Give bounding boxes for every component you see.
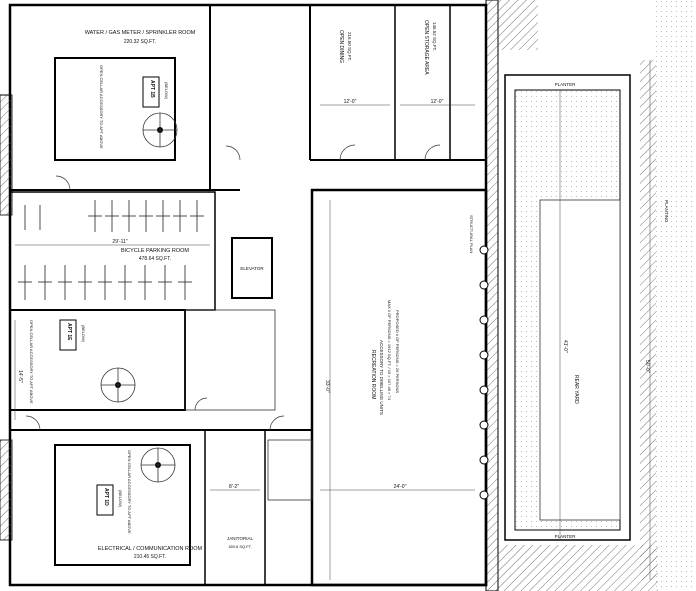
planting-strip-label: PLANTING bbox=[664, 200, 669, 223]
dim-text-6: 50'-0" bbox=[644, 360, 650, 373]
meter-room-area: 220.32 SQ.FT. bbox=[124, 39, 156, 45]
door-swings bbox=[25, 144, 441, 431]
electrical-room-area: 210.45 SQ.FT. bbox=[134, 554, 166, 560]
apt-tag-middle: APT 1E bbox=[59, 319, 77, 351]
apt-tag-bottom-text: APT 1D bbox=[103, 488, 109, 506]
spiral-stair-bottom bbox=[140, 447, 176, 483]
cellar-note-middle: OPEN CELLAR ACCESSORY TO APT ABOVE bbox=[29, 320, 34, 404]
janitorial-name: JANITORIAL bbox=[227, 536, 253, 541]
recreation-columns bbox=[479, 245, 489, 500]
bicycle-room-name: BICYCLE PARKING ROOM bbox=[121, 248, 189, 254]
recreation-line1: RECREATION ROOM bbox=[370, 350, 376, 399]
bicycle-room-area: 478.64 SQ.FT. bbox=[139, 256, 171, 262]
bicycle-racks-top bbox=[24, 200, 204, 232]
dimension-lines bbox=[14, 60, 651, 580]
apt-tag-middle-note: (BELOW) bbox=[81, 325, 86, 343]
dim-text-9: 14'-5" bbox=[17, 370, 23, 383]
spiral-stair-middle bbox=[100, 367, 136, 403]
spiral-stair-top bbox=[142, 112, 178, 148]
dining-name: OPEN DINING bbox=[338, 30, 344, 63]
planter-label-bottom: PLANTER bbox=[555, 534, 577, 539]
apt-tag-bottom-note: (BELOW) bbox=[118, 490, 123, 508]
janitorial-area: 189.6 SQ.FT. bbox=[228, 544, 252, 549]
electrical-room-name: ELECTRICAL / COMMUNICATION ROOM bbox=[98, 546, 203, 552]
apt-tag-top: APT 1B bbox=[142, 76, 160, 108]
dim-text-4: 24'-0" bbox=[394, 484, 407, 490]
cellar-note-bottom: OPEN CELLAR ACCESSORY TO APT ABOVE bbox=[127, 450, 132, 534]
recreation-line2: ACCESSORY TO DWELLING UNITS bbox=[379, 340, 384, 415]
dim-text-8: 8'-2" bbox=[229, 484, 239, 490]
recreation-line4: PROPOSED # OF PERSONS = 26 PERSONS bbox=[395, 310, 400, 393]
meter-room-name: WATER / GAS METER / SPRINKLER ROOM bbox=[85, 30, 196, 36]
apt-tag-top-note: (BELOW) bbox=[164, 82, 169, 100]
structural-plan-label: STRUCTURAL PLAN bbox=[469, 215, 474, 253]
dim-text-5: 41'-0" bbox=[562, 340, 568, 353]
dining-area: 216.50 SQ.FT. bbox=[347, 32, 352, 61]
apt-tag-bottom: APT 1D bbox=[96, 484, 114, 516]
planter-band bbox=[504, 74, 631, 541]
dim-text-2: 12'-0" bbox=[431, 99, 444, 105]
planter-label-top: PLANTER bbox=[555, 82, 577, 87]
dim-text-7: 33'-0" bbox=[324, 380, 330, 393]
bicycle-racks-bottom bbox=[18, 265, 192, 300]
rear-yard-label: REAR YARD bbox=[573, 375, 579, 404]
property-line-hatch bbox=[485, 0, 696, 591]
storage-name: OPEN STORAGE AREA bbox=[423, 20, 429, 75]
dim-text-1: 12'-0" bbox=[344, 99, 357, 105]
apt-tag-top-text: APT 1B bbox=[149, 80, 155, 98]
cellar-note-top: OPEN CELLAR ACCESSORY TO APT ABOVE bbox=[99, 65, 104, 149]
elevator-label: ELEVATOR bbox=[240, 266, 264, 271]
recreation-line3: MAX # OF PERSONS = 1612 SQ.FT. / 15 = 10… bbox=[387, 300, 392, 401]
storage-area: 146.52 SQ.FT. bbox=[432, 22, 437, 51]
building-walls bbox=[0, 3, 488, 587]
apt-tag-middle-text: APT 1E bbox=[66, 323, 72, 341]
dim-text-3: 29'-11" bbox=[112, 239, 127, 245]
